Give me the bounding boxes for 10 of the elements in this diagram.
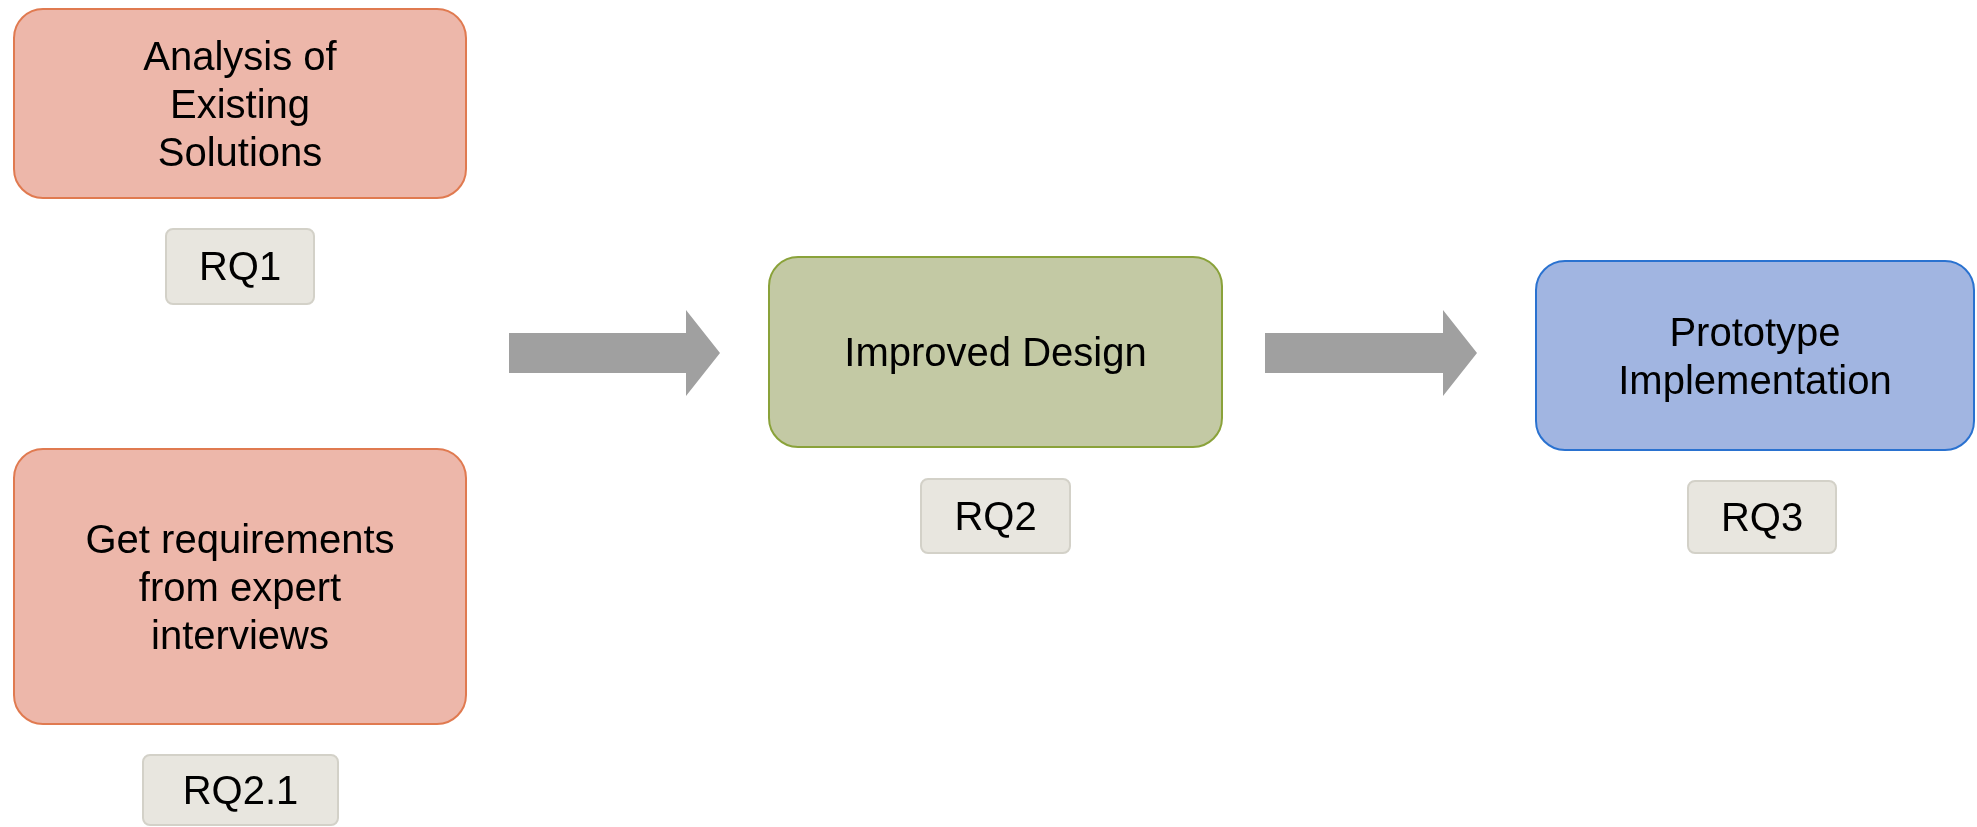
block-arrow bbox=[1265, 310, 1477, 396]
research-question-tag: RQ2 bbox=[920, 478, 1071, 554]
process-box: Get requirements from expert interviews bbox=[13, 448, 467, 725]
research-question-tag: RQ3 bbox=[1687, 480, 1837, 554]
research-question-tag: RQ2.1 bbox=[142, 754, 339, 826]
block-arrow bbox=[509, 310, 720, 396]
process-box: Improved Design bbox=[768, 256, 1223, 448]
process-box: Analysis of Existing Solutions bbox=[13, 8, 467, 199]
research-question-tag: RQ1 bbox=[165, 228, 315, 305]
process-box: Prototype Implementation bbox=[1535, 260, 1975, 451]
